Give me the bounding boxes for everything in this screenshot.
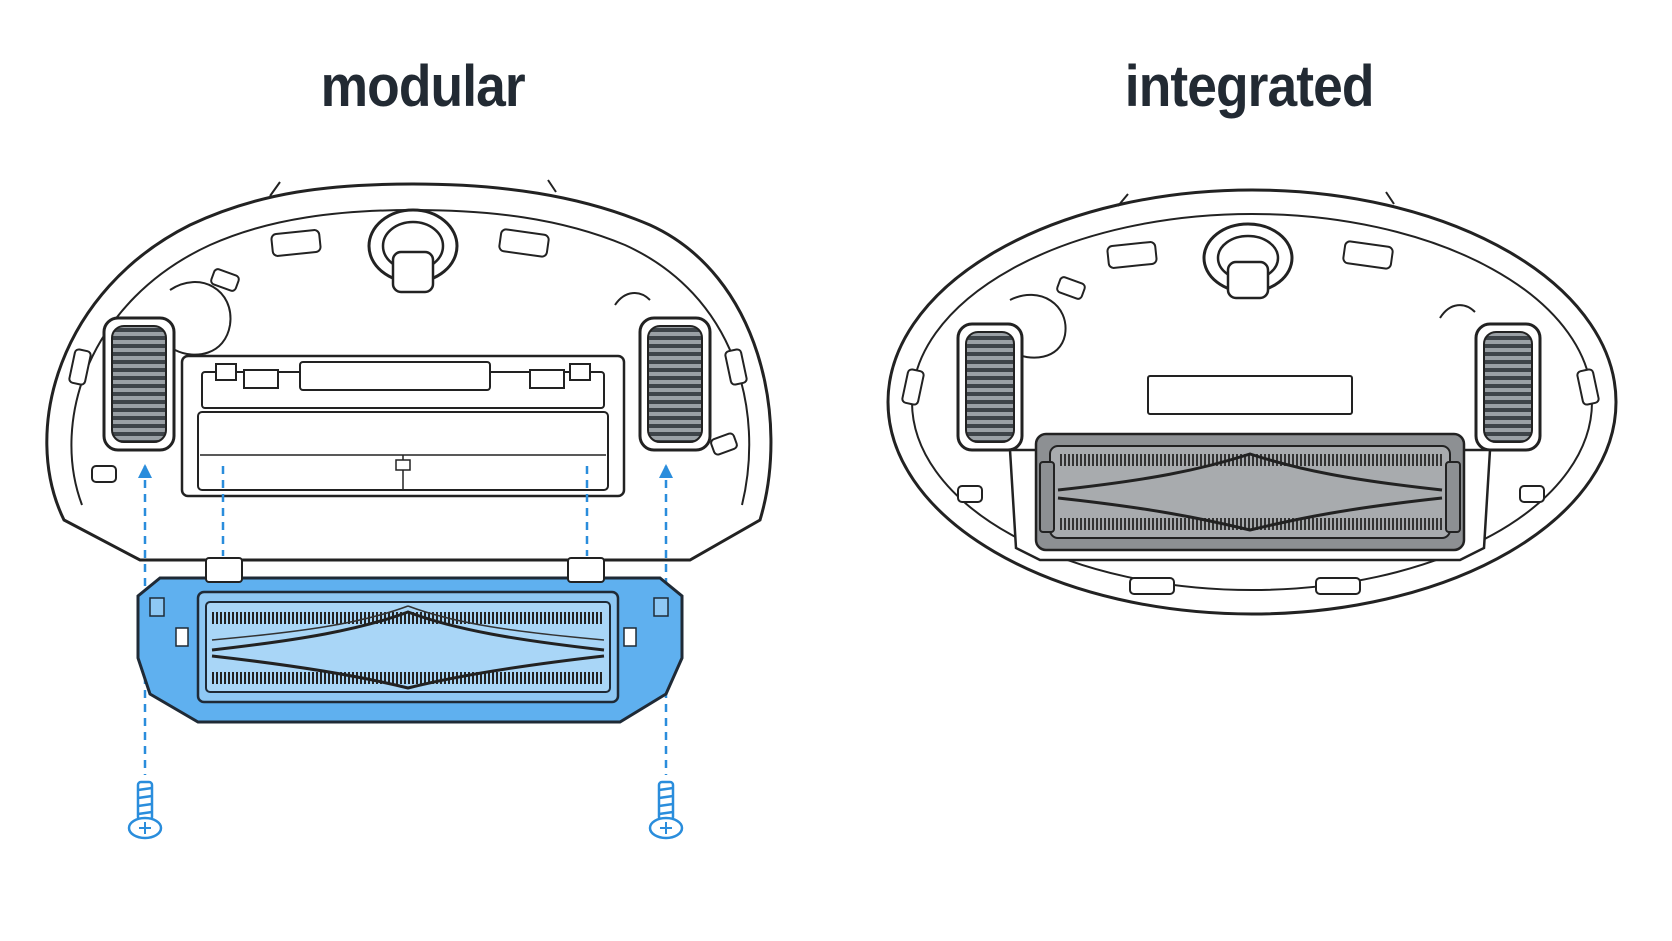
wheel-icon [102, 316, 176, 452]
screw-icon [127, 780, 163, 840]
modular-robot [45, 179, 773, 775]
roller-brush-icon [1008, 432, 1492, 562]
arrow-head-icon [138, 464, 152, 478]
modular-heading: modular [320, 54, 526, 119]
screw-icon [648, 780, 684, 840]
caster-wheel-icon [367, 208, 459, 294]
integrated-heading: integrated [1124, 54, 1375, 119]
caster-wheel-icon [1202, 222, 1294, 300]
wheel-icon [1474, 322, 1542, 452]
integrated-robot [886, 188, 1618, 616]
wheel-icon [956, 322, 1024, 452]
roller-brush-icon [136, 557, 684, 724]
wheel-icon [638, 316, 712, 452]
empty-brush-bay [180, 354, 626, 498]
label-plate [1147, 375, 1353, 415]
arrow-head-icon [659, 464, 673, 478]
